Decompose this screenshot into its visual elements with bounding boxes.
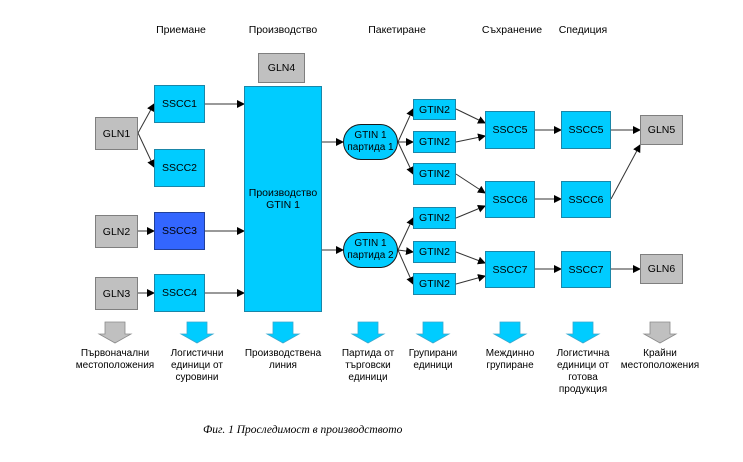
legend-label-line: Партида от — [341, 348, 395, 359]
node-sscc2: SSCC2 — [154, 149, 205, 187]
edge-sscc6-gln5 — [610, 144, 641, 200]
node-gtin2-d: GTIN2 — [413, 207, 456, 229]
legend-label-line: продукция — [558, 384, 608, 395]
edge-gtin2f-sscc7 — [455, 274, 486, 285]
edge-batch1-gtin2a — [397, 108, 414, 143]
legend-label-line: Първоначални — [80, 348, 150, 359]
legend-label-line: суровини — [175, 372, 219, 383]
node-gln5: GLN5 — [640, 115, 683, 145]
edge-batch2-gtin2f — [397, 249, 414, 285]
batch-2-gtin: GTIN 1 — [354, 238, 387, 249]
figure-caption: Фиг. 1 Проследимост в производството — [203, 424, 403, 436]
node-gln2: GLN2 — [95, 215, 138, 248]
header-receiving: Приемане — [156, 24, 206, 36]
node-batch-2: GTIN 1 партида 2 — [343, 232, 398, 268]
legend-arrow-initial-locations — [97, 321, 133, 344]
legend-arrow-finished-goods-units — [565, 321, 601, 344]
node-sscc5-shipping: SSCC5 — [561, 111, 611, 149]
edge-gtin2b-sscc5 — [455, 133, 486, 143]
node-production-line: Производство GTIN 1 — [244, 86, 322, 312]
node-gln1: GLN1 — [95, 117, 138, 150]
node-gln4: GLN4 — [258, 53, 305, 83]
edge-gln1-sscc1 — [137, 103, 155, 134]
edge-batch1-gtin2c — [397, 141, 414, 175]
legend-arrow-intermediate-grouping — [492, 321, 528, 344]
production-label: Производство — [248, 187, 318, 199]
node-gtin2-f: GTIN2 — [413, 273, 456, 295]
node-sscc3: SSCC3 — [154, 212, 205, 250]
legend-label-line: Логистична — [556, 348, 610, 359]
legend-label-line: Производствена — [244, 348, 322, 359]
node-gtin2-a: GTIN2 — [413, 99, 456, 120]
edge-gtin2e-sscc7 — [455, 251, 486, 265]
legend-label-line: Логистични — [170, 348, 224, 359]
node-sscc5-storage: SSCC5 — [485, 111, 535, 149]
legend-label-line: групиране — [486, 360, 534, 371]
header-storage: Съхранение — [481, 24, 543, 36]
legend-arrow-production-line — [265, 321, 301, 344]
legend-label-line: единици от — [557, 360, 609, 371]
production-gtin-label: GTIN 1 — [266, 199, 300, 211]
edge-gtin2c-sscc6 — [455, 173, 486, 194]
node-gtin2-b: GTIN2 — [413, 131, 456, 153]
legend-label-line: единици — [413, 360, 453, 371]
node-gtin2-c: GTIN2 — [413, 163, 456, 185]
batch-1-gtin: GTIN 1 — [354, 130, 387, 141]
node-gln6: GLN6 — [640, 254, 683, 284]
legend-label-line: единици — [348, 372, 388, 383]
legend-label-line: Междинно — [485, 348, 535, 359]
legend-arrow-trade-item-batch — [350, 321, 386, 344]
batch-1-label: партида 1 — [347, 142, 394, 153]
batch-2-label: партида 2 — [347, 250, 394, 261]
legend-arrow-raw-material-units — [179, 321, 215, 344]
legend-label-line: търговски — [345, 360, 391, 371]
edge-batch2-gtin2d — [397, 217, 414, 251]
edge-gtin2d-sscc6 — [455, 204, 486, 219]
node-sscc1: SSCC1 — [154, 85, 205, 123]
node-sscc7-storage: SSCC7 — [485, 251, 535, 288]
node-sscc6-storage: SSCC6 — [485, 181, 535, 218]
legend-arrow-final-locations — [642, 321, 678, 344]
edge-batch2-gtin2e — [397, 247, 414, 256]
header-production: Производство — [248, 24, 318, 36]
legend-label-line: местоположения — [620, 360, 700, 371]
node-batch-1: GTIN 1 партида 1 — [343, 124, 398, 160]
legend-label-line: линия — [269, 360, 297, 371]
legend-label-line: Групирани — [408, 348, 458, 359]
legend-arrow-grouped-units — [415, 321, 451, 344]
node-gtin2-e: GTIN2 — [413, 241, 456, 263]
node-sscc7-shipping: SSCC7 — [561, 251, 611, 288]
node-sscc4: SSCC4 — [154, 274, 205, 312]
header-shipping: Спедиция — [558, 24, 608, 36]
legend-label-line: единици от — [171, 360, 223, 371]
legend-label-line: Крайни — [643, 348, 677, 359]
edge-gtin2a-sscc5 — [455, 108, 486, 124]
legend-label-line: местоположения — [75, 360, 155, 371]
legend-label-line: готова — [568, 372, 598, 383]
node-sscc6-shipping: SSCC6 — [561, 181, 611, 218]
edge-gln1-sscc2 — [137, 132, 155, 168]
header-packaging: Пакетиране — [368, 24, 426, 36]
node-gln3: GLN3 — [95, 277, 138, 310]
